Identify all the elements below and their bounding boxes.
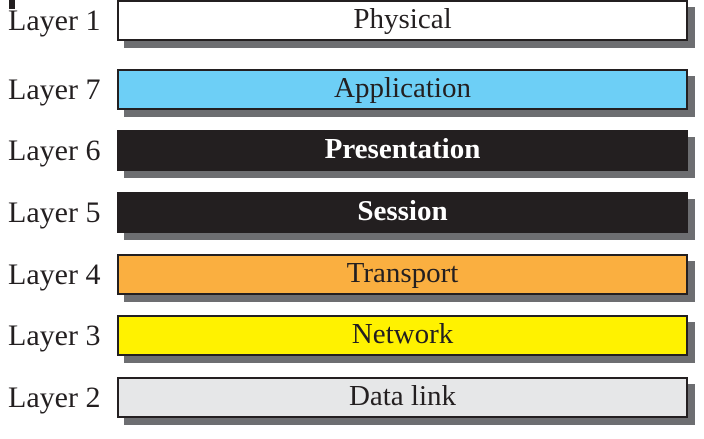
- layer-bar-label: Presentation: [324, 133, 481, 165]
- layer-bar-presentation: Presentation: [117, 130, 688, 171]
- layer-row-3: Layer 3 Network: [0, 315, 704, 356]
- layer-bar-label: Network: [351, 318, 454, 350]
- layer-number-label: Layer 2: [8, 380, 101, 414]
- layer-bar-label: Physical: [353, 3, 452, 35]
- layer-row-5: Layer 5 Session: [0, 192, 704, 233]
- layer-number-label: Layer 1: [8, 3, 101, 37]
- layer-number-label: Layer 6: [8, 133, 101, 167]
- layer-bar-data-link: Data link: [117, 377, 688, 418]
- layer-number-label: Layer 3: [8, 318, 101, 352]
- layer-bar-label: Data link: [348, 380, 457, 412]
- layer-row-2: Layer 2 Data link: [0, 377, 704, 418]
- layer-bar-label: Session: [357, 195, 448, 227]
- layer-bar-application: Application: [117, 69, 688, 110]
- layer-bar-physical: Physical: [117, 0, 688, 41]
- layer-bar-label: Transport: [346, 257, 459, 289]
- layer-bar-label: Application: [334, 72, 471, 104]
- layer-row-4: Layer 4 Transport: [0, 254, 704, 295]
- layer-bar-transport: Transport: [117, 254, 688, 295]
- layer-number-label: Layer 5: [8, 195, 101, 229]
- layer-bar-session: Session: [117, 192, 688, 233]
- layer-row-1: Layer 1 Physical: [0, 0, 704, 41]
- layer-number-label: Layer 4: [8, 257, 101, 291]
- layer-bar-network: Network: [117, 315, 688, 356]
- layer-number-label: Layer 7: [8, 72, 101, 106]
- layer-row-6: Layer 6 Presentation: [0, 130, 704, 171]
- cropped-glyph-artifact: [9, 0, 15, 9]
- layer-row-7: Layer 7 Application: [0, 69, 704, 110]
